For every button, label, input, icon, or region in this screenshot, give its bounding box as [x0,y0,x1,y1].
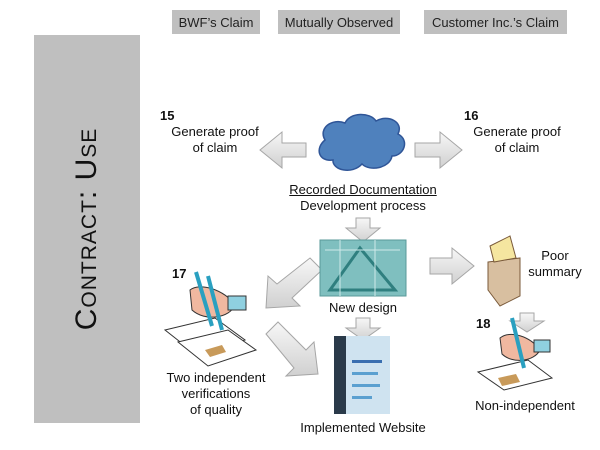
header-mutually-observed: Mutually Observed [278,10,400,34]
step-17-label: Two independent verifications of quality [154,370,278,418]
documentation-subtitle: Development process [300,198,426,213]
step-17-line1: Two independent [166,370,266,385]
step-17-line3: of quality [189,402,243,417]
step-18-label: Non-independent [475,398,575,413]
step-18-number: 18 [476,316,491,331]
step-16-line1: Generate proof [473,124,561,139]
step-16-number: 16 [464,108,479,123]
poor-summary-label: Poor summary [520,248,590,280]
new-design-label: New design [329,300,397,315]
header-bwf-claim: BWF’s Claim [172,10,260,34]
arrow-down-icon [344,217,382,243]
header-mutually-observed-label: Mutually Observed [284,14,394,30]
step-15-line1: Generate proof [171,124,259,139]
poor-summary-line2: summary [528,264,582,279]
arrow-right-icon [414,130,463,170]
header-customer-claim-label: Customer Inc.’s Claim [432,14,559,30]
step-17-number: 17 [172,266,187,281]
step-15-number: 15 [160,108,175,123]
step-16-line2: of claim [494,140,540,155]
shredder-icon [487,235,521,307]
arrow-down-icon [344,317,382,341]
step-16-label: Generate proof of claim [462,124,572,156]
documentation-title: Recorded Documentation [289,182,437,197]
writing-hands-icon [163,271,258,367]
contract-sidebar: Contract: Use [34,35,140,423]
step-15-line2: of claim [192,140,238,155]
header-customer-claim: Customer Inc.’s Claim [424,10,567,34]
implemented-website-label: Implemented Website [300,420,426,435]
step-17-line2: verifications [181,386,251,401]
arrow-down-icon [508,312,546,333]
arrow-diagonal-down-right-icon [265,321,319,377]
writing-hand-icon [476,317,554,391]
header-bwf-claim-label: BWF’s Claim [178,14,254,30]
arrow-right-icon [429,246,475,286]
website-screenshot-image [334,336,390,414]
documentation-label: Recorded Documentation Development proce… [280,182,446,214]
arrow-diagonal-down-left-icon [265,257,323,309]
cloud-icon [318,113,406,171]
poor-summary-line1: Poor [541,248,569,263]
arrow-left-icon [259,130,307,170]
blueprint-image [319,239,407,297]
step-15-label: Generate proof of claim [160,124,270,156]
